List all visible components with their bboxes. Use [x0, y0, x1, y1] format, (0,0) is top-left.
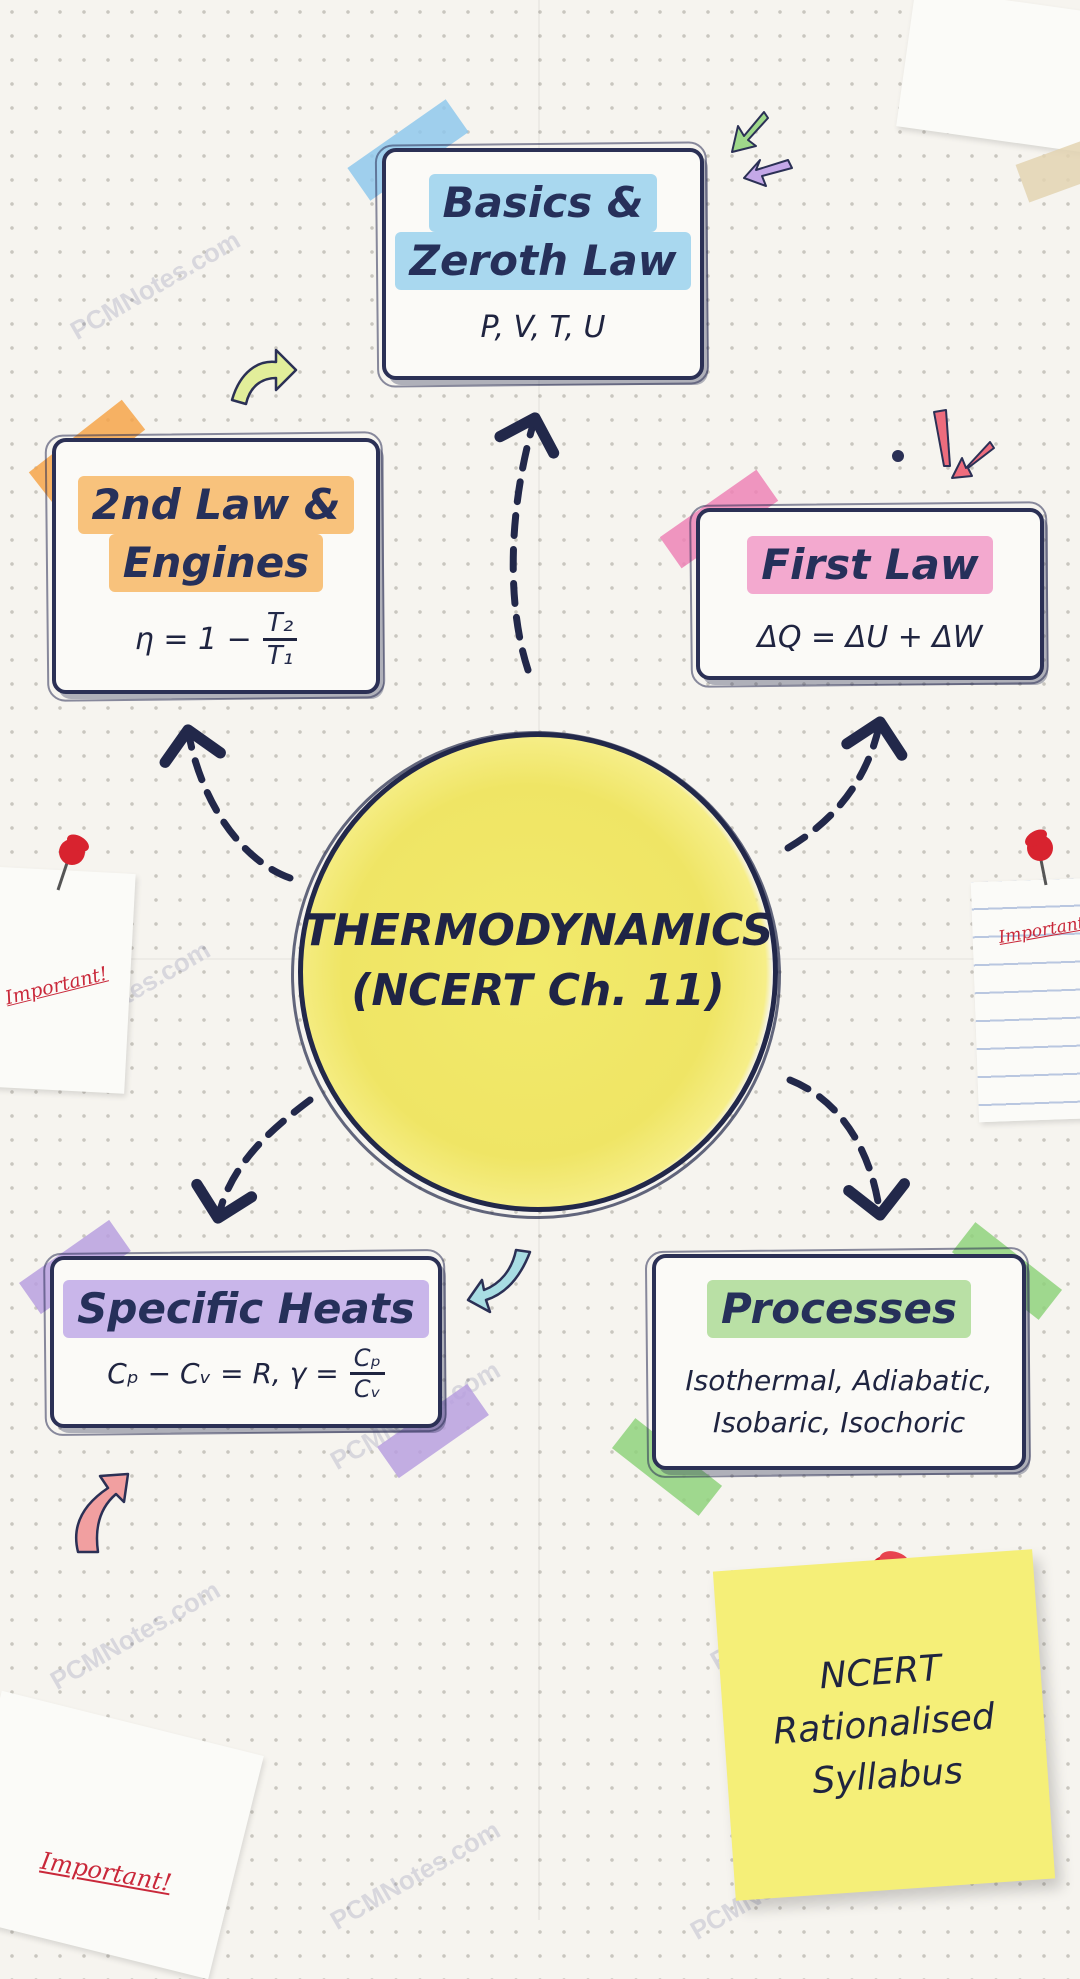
specific-heats-formula: Cₚ − Cᵥ = R, γ = Cₚ Cᵥ — [54, 1344, 438, 1403]
arrow-to-basics — [494, 412, 560, 674]
specific-heats-title: Specific Heats — [63, 1280, 429, 1338]
specific-heats-formula-left: Cₚ − Cᵥ = R, γ = — [107, 1357, 339, 1390]
doodle-arrow-pink-icon — [75, 1472, 130, 1554]
hub-chapter: (NCERT Ch. 11) — [351, 965, 725, 1016]
basics-title-line2: Zeroth Law — [395, 232, 691, 290]
specific-heats-fraction-den: Cᵥ — [353, 1375, 381, 1403]
arrow-to-processes — [786, 1076, 910, 1221]
first-law-formula: ΔQ = ΔU + ΔW — [757, 620, 983, 655]
basics-subtitle: P, V, T, U — [480, 310, 606, 345]
pin-icon-left — [56, 834, 89, 891]
second-law-title-line2: Engines — [108, 534, 324, 592]
sticky-note: NCERT Rationalised Syllabus — [712, 1549, 1056, 1901]
sticky-line2: Rationalised — [771, 1696, 997, 1753]
node-second-law-engines: 2nd Law & Engines η = 1 − T₂ T₁ — [52, 438, 380, 694]
second-law-fraction-num: T₂ — [262, 608, 298, 641]
processes-line1: Isothermal, Adiabatic, — [685, 1364, 993, 1397]
arrow-to-specific-heats — [191, 1096, 314, 1224]
second-law-formula: η = 1 − T₂ T₁ — [56, 608, 376, 671]
second-law-title-line1: 2nd Law & — [77, 476, 355, 534]
arrow-to-first-law — [784, 716, 908, 852]
sticky-line1: NCERT — [818, 1647, 943, 1698]
node-specific-heats: Specific Heats Cₚ − Cᵥ = R, γ = Cₚ Cᵥ — [50, 1256, 442, 1428]
specific-heats-fraction: Cₚ Cᵥ — [349, 1344, 385, 1403]
node-first-law: First Law ΔQ = ΔU + ΔW — [696, 508, 1044, 680]
sticky-line3: Syllabus — [811, 1750, 965, 1803]
hub-title: THERMODYNAMICS — [303, 905, 774, 956]
node-basics-zeroth-law: Basics & Zeroth Law P, V, T, U — [382, 148, 704, 380]
processes-line2: Isobaric, Isochoric — [712, 1406, 966, 1439]
doodle-arrows-top-right-icon — [731, 111, 793, 187]
second-law-fraction-den: T₁ — [266, 641, 294, 671]
processes-title: Processes — [707, 1280, 971, 1338]
second-law-fraction: T₂ T₁ — [262, 608, 298, 671]
node-processes: Processes Isothermal, Adiabatic, Isobari… — [652, 1254, 1026, 1470]
second-law-formula-left: η = 1 − — [134, 622, 252, 657]
arrow-to-second-law — [159, 724, 294, 882]
central-hub: THERMODYNAMICS (NCERT Ch. 11) — [298, 732, 778, 1212]
doodle-exclaim-icon — [892, 409, 995, 479]
pin-icon-right — [1025, 829, 1053, 886]
doodle-arrow-cyan-icon — [466, 1248, 532, 1314]
doodle-arrow-green-icon — [230, 348, 298, 406]
first-law-title: First Law — [747, 536, 993, 594]
basics-title-line1: Basics & — [428, 174, 658, 232]
specific-heats-fraction-num: Cₚ — [349, 1344, 385, 1375]
